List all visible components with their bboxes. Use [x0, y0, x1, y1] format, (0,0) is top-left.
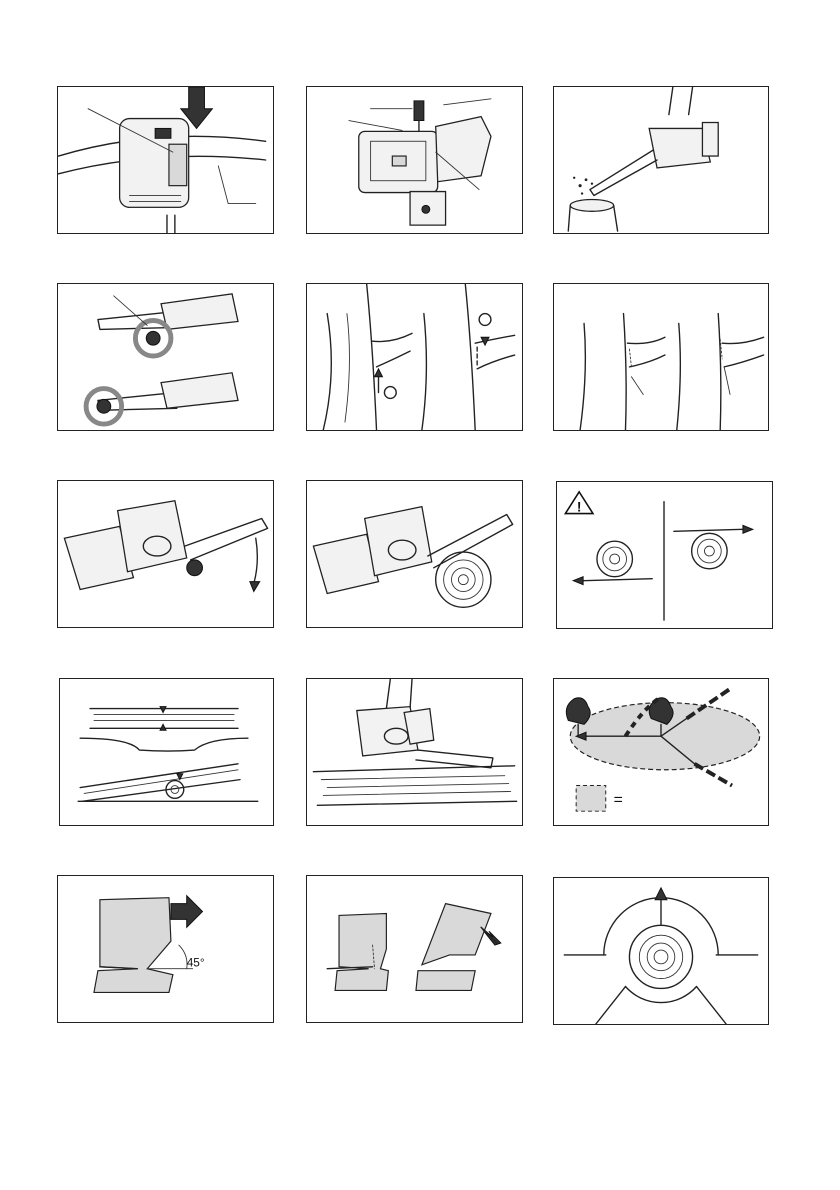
figure-10-log-support [59, 678, 274, 826]
figure-7-bar-tip-rotation [57, 480, 274, 628]
figure-6-drawing [554, 284, 768, 430]
figure-11-drawing [307, 679, 522, 825]
figure-1-drawing [58, 87, 273, 233]
figure-15-drawing [554, 878, 768, 1024]
tree-icon [566, 698, 590, 725]
figure-14-back-cut [306, 875, 523, 1023]
figure-13-felling-notch: 45° [57, 875, 274, 1023]
figure-2-drawing [307, 87, 522, 233]
figure-4-kickback-zone [57, 283, 274, 431]
figure-13-drawing: 45° [58, 876, 273, 1022]
figure-4-drawing [58, 284, 273, 430]
figure-2-oil-cap [306, 86, 523, 234]
figure-11-cutting-log-ground [306, 678, 523, 826]
figure-8-drawing [307, 481, 522, 627]
figure-9-drawing: ! [557, 482, 772, 628]
figure-10-drawing [60, 679, 273, 825]
figure-3-drawing [554, 87, 768, 233]
angle-label: 45° [187, 956, 205, 970]
figure-14-drawing [307, 876, 522, 1022]
legend-equals-sign: = [614, 791, 623, 808]
figure-1-battery-latch [57, 86, 274, 234]
figure-12-drawing: = [554, 679, 768, 825]
figure-9-warning-push-pull: ! [556, 481, 773, 629]
figure-7-drawing [58, 481, 273, 627]
figure-3-oil-spray-test [553, 86, 769, 234]
warning-symbol: ! [577, 499, 582, 515]
figure-5-drawing [307, 284, 522, 430]
figure-6-branch-cut-sequence [553, 283, 769, 431]
figure-5-branch-undercut [306, 283, 523, 431]
figure-12-felling-danger-zone: = [553, 678, 769, 826]
figure-8-cutting-log [306, 480, 523, 628]
figure-15-escape-routes [553, 877, 769, 1025]
